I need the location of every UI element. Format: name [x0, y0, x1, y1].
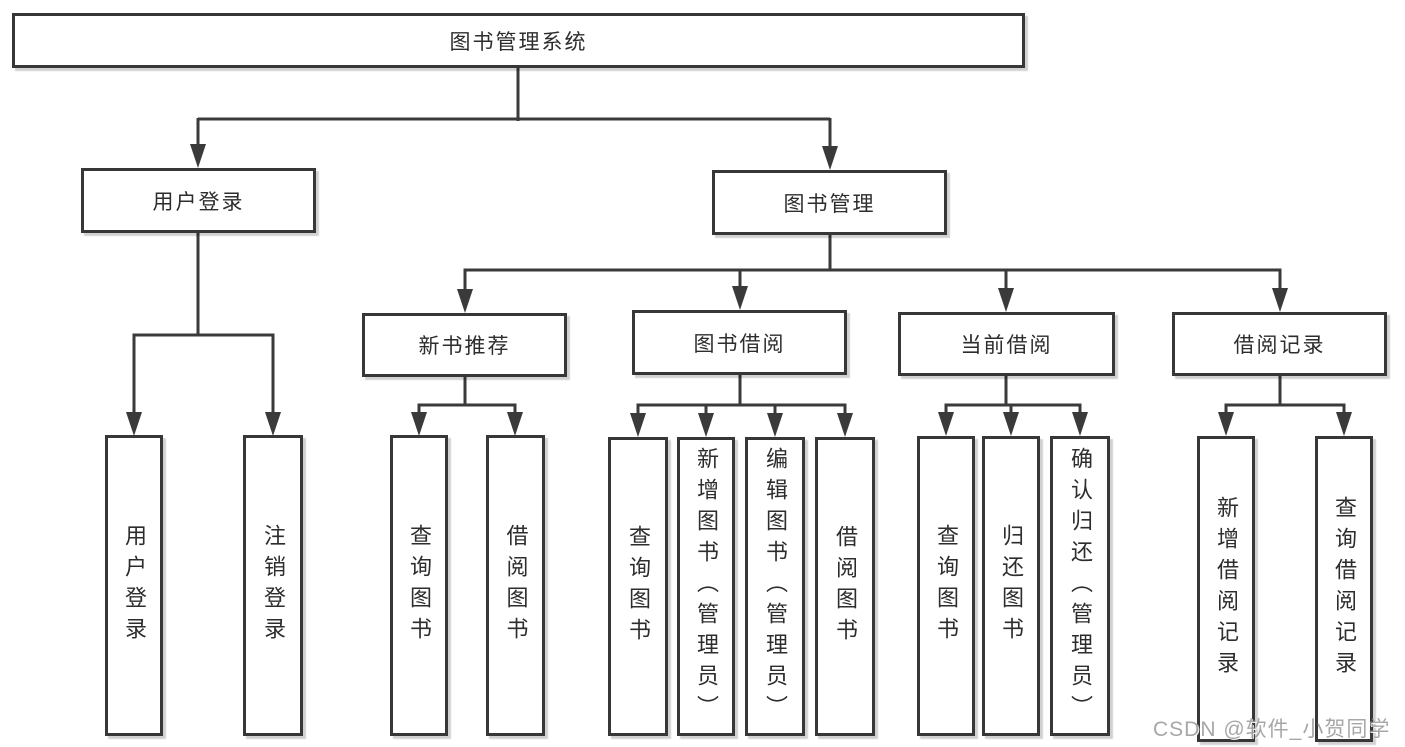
leaf-borrow-books-2-label: 借阅图书 [833, 524, 858, 649]
node-current-borrow: 当前借阅 [898, 312, 1115, 376]
leaf-query-books-1: 查询图书 [390, 435, 448, 736]
leaf-query-books-3-label: 查询图书 [934, 524, 959, 648]
leaf-return-book-label: 归还图书 [999, 524, 1024, 648]
node-user-login-label: 用户登录 [152, 190, 245, 214]
leaf-user-login-label: 用户登录 [122, 523, 147, 648]
node-borrow-records-label: 借阅记录 [1233, 334, 1326, 357]
arrowhead [411, 412, 427, 436]
node-borrow-records: 借阅记录 [1172, 312, 1387, 376]
leaf-borrow-books-2: 借阅图书 [815, 437, 875, 736]
node-book-management-label: 图书管理 [783, 192, 876, 216]
leaf-logout-label: 注销登录 [261, 523, 286, 648]
arrowhead [767, 413, 783, 437]
arrowhead [630, 413, 646, 437]
node-root-system: 图书管理系统 [12, 13, 1025, 68]
leaf-query-borrow-record-label: 查询借阅记录 [1332, 496, 1357, 682]
leaf-return-book: 归还图书 [982, 436, 1040, 736]
node-book-management: 图书管理 [712, 170, 947, 235]
node-user-login: 用户登录 [81, 168, 316, 233]
arrowhead [1072, 412, 1088, 436]
node-root-system-label: 图书管理系统 [449, 30, 588, 54]
arrowhead [837, 413, 853, 437]
leaf-edit-book-admin-label: 编辑图书（管理员） [763, 447, 788, 726]
arrowhead [938, 412, 954, 436]
leaf-add-book-admin-label: 新增图书（管理员） [694, 447, 719, 726]
arrowhead [190, 144, 206, 168]
leaf-query-books-2: 查询图书 [608, 437, 668, 736]
leaf-add-borrow-record-label: 新增借阅记录 [1214, 496, 1239, 682]
leaf-confirm-return-admin: 确认归还（管理员） [1050, 436, 1110, 736]
arrowhead [1218, 412, 1234, 436]
arrowhead [265, 412, 281, 436]
arrowhead [822, 146, 838, 170]
leaf-edit-book-admin: 编辑图书（管理员） [745, 437, 805, 736]
node-book-borrow-label: 图书借阅 [693, 332, 786, 356]
leaf-query-books-3: 查询图书 [917, 436, 975, 736]
leaf-user-login: 用户登录 [105, 435, 163, 736]
arrowhead [698, 413, 714, 437]
arrowhead [126, 412, 142, 436]
leaf-confirm-return-admin-label: 确认归还（管理员） [1068, 446, 1093, 726]
leaf-add-book-admin: 新增图书（管理员） [677, 437, 735, 736]
arrowhead [457, 289, 473, 313]
node-current-borrow-label: 当前借阅 [960, 334, 1053, 357]
leaf-borrow-books-1-label: 借阅图书 [503, 523, 529, 648]
arrowhead [1272, 288, 1288, 312]
leaf-add-borrow-record: 新增借阅记录 [1197, 436, 1255, 742]
node-new-book-recommend-label: 新书推荐 [418, 335, 511, 358]
node-book-borrow: 图书借阅 [632, 310, 847, 375]
leaf-borrow-books-1: 借阅图书 [486, 435, 545, 736]
leaf-query-borrow-record: 查询借阅记录 [1315, 436, 1373, 742]
arrowhead [732, 286, 748, 310]
arrowhead [1003, 412, 1019, 436]
node-new-book-recommend: 新书推荐 [362, 313, 567, 377]
arrowhead [998, 288, 1014, 312]
leaf-logout: 注销登录 [243, 435, 303, 736]
arrowhead [507, 412, 523, 436]
watermark: CSDN @软件_小贺同学 [1153, 718, 1391, 741]
leaf-query-books-2-label: 查询图书 [626, 524, 651, 649]
leaf-query-books-1-label: 查询图书 [407, 523, 432, 648]
arrowhead [1336, 412, 1352, 436]
